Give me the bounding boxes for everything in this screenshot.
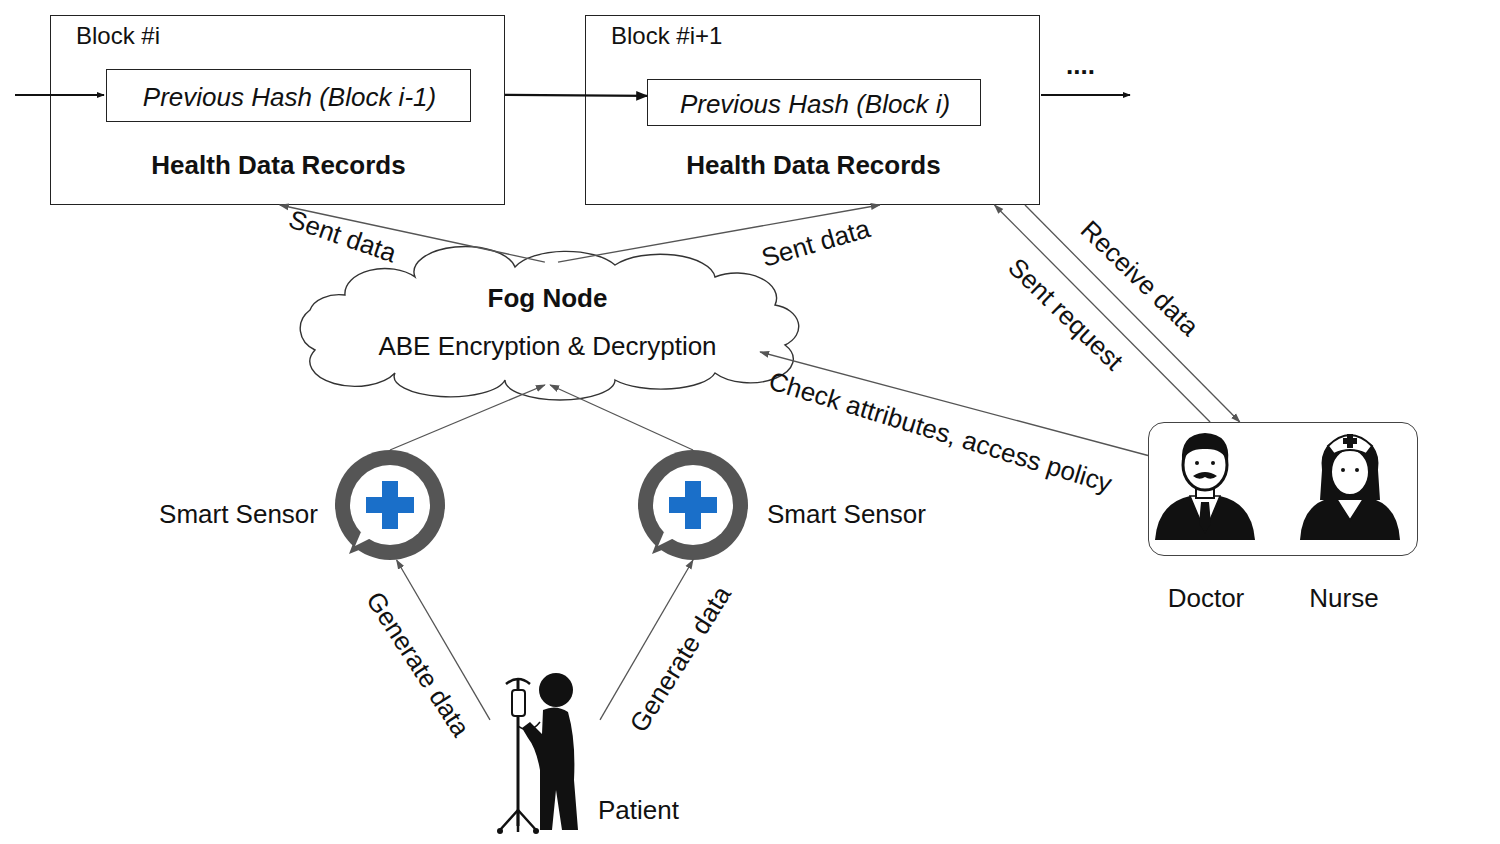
block-box: Block #i+1Health Data Records Previous Ha…: [585, 15, 1040, 205]
smart-sensor: Smart Sensor: [335, 450, 445, 560]
role-label: Nurse: [1289, 583, 1399, 613]
cloud-outline-path: [300, 247, 799, 400]
sensor-ring: [638, 450, 748, 560]
bubble-tail-inner: [355, 532, 371, 546]
connector-arrow: [390, 385, 545, 450]
edge-label: Generate data: [360, 586, 476, 742]
nurse-figure: [1300, 434, 1400, 540]
block-body: Health Data Records: [586, 150, 1041, 180]
hash-text: Previous Hash (Block i): [648, 80, 982, 127]
continuation-mark: ....: [1066, 50, 1095, 80]
sensor-face: [653, 465, 733, 545]
chain-arrow: [1041, 94, 1130, 96]
sensor-label: Smart Sensor: [123, 499, 318, 529]
edge-label: Generate data: [623, 581, 737, 738]
block-body: Health Data Records: [51, 150, 506, 180]
block-title: Block #i+1: [611, 21, 911, 51]
hash-box: Previous Hash (Block i): [647, 79, 981, 126]
patient-figure: [497, 673, 578, 834]
cross-symbol: [366, 497, 414, 513]
block-box: Block #i Health Data Records Previous Hash…: [50, 15, 505, 205]
chain-arrow: [15, 94, 104, 96]
staff-group: DoctorNurse: [1148, 422, 1418, 556]
node-body: ABE Encryption & Decryption: [285, 331, 810, 361]
edge-label: Check attributes, access policy: [765, 365, 1115, 498]
sensor-face: [350, 465, 430, 545]
sensor-label: Smart Sensor: [767, 499, 967, 529]
role-label: Doctor: [1151, 583, 1261, 613]
cross-symbol: [669, 497, 717, 513]
sensor-icon: [638, 450, 748, 560]
bubble-tail-inner: [658, 532, 674, 546]
cloud-outline: [285, 255, 810, 385]
sensor-icon: [335, 450, 445, 560]
hash-text: Previous Hash (Block i-1): [107, 70, 472, 123]
edge-label: Sent data: [285, 204, 400, 269]
patient-label: Patient: [598, 795, 718, 825]
fog-node-cloud: Fog NodeABE Encryption & Decryption: [285, 255, 810, 385]
connector-arrow: [550, 385, 693, 450]
patient-node: Patient: [490, 675, 600, 835]
sensor-ring: [335, 450, 445, 560]
edge-label: Sent data: [758, 213, 873, 273]
connector-arrow: [505, 95, 647, 96]
connector-arrow: [995, 205, 1211, 422]
doctor-figure: [1155, 433, 1255, 540]
hash-box: Previous Hash (Block i-1): [106, 69, 471, 122]
smart-sensor: Smart Sensor: [638, 450, 748, 560]
block-title: Block #i: [76, 21, 376, 51]
node-title: Fog Node: [285, 283, 810, 313]
